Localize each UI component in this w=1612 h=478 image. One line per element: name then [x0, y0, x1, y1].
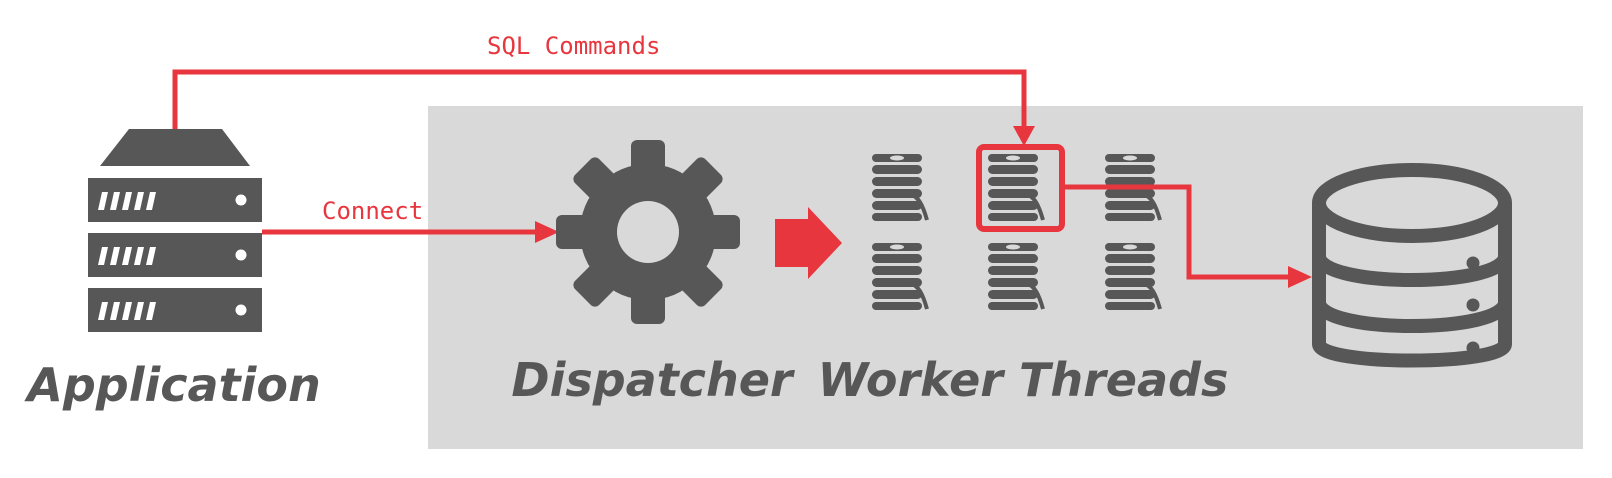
connect-arrow	[262, 221, 559, 243]
query-execution-arrow	[1062, 184, 1312, 288]
gear-icon	[556, 140, 740, 324]
sql-commands-arrow	[172, 69, 1035, 146]
database-icon	[1312, 163, 1512, 368]
connect-label: Connect	[322, 197, 423, 225]
server-icon	[88, 129, 262, 332]
sql-commands-label: SQL Commands	[487, 32, 660, 60]
dispatcher-label: Dispatcher	[511, 353, 796, 407]
application-label: Application	[24, 358, 320, 412]
worker-threads-label: Worker Threads	[818, 353, 1229, 407]
dispatch-arrow	[775, 207, 842, 279]
